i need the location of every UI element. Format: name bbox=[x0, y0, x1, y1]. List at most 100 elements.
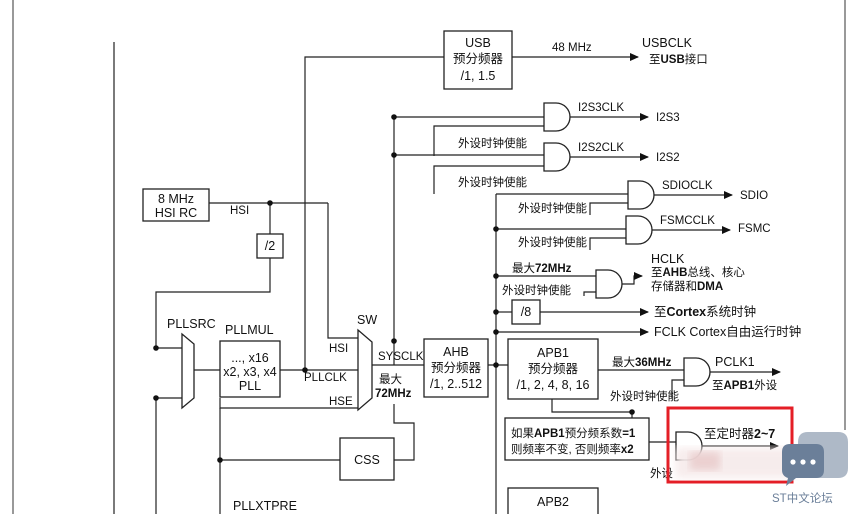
i2s3-enable-wire bbox=[433, 125, 544, 156]
junction-dot bbox=[493, 309, 499, 315]
sw-hse-label: HSE bbox=[329, 396, 353, 408]
apb2-prescaler: APB2 bbox=[507, 487, 599, 519]
junction-dot bbox=[629, 409, 635, 415]
pllmul-label: PLLMUL bbox=[225, 323, 274, 337]
div8-label: /8 bbox=[521, 305, 531, 319]
junction-dot bbox=[267, 200, 273, 206]
ahb-sub: 预分频器 bbox=[431, 361, 482, 375]
watermark-text: ST中文论坛 bbox=[772, 491, 833, 505]
fsmc-label: FSMC bbox=[738, 223, 771, 235]
junction-dot bbox=[493, 226, 499, 232]
usb-sub: 预分频器 bbox=[453, 52, 504, 66]
div2-block: /2 bbox=[256, 233, 284, 259]
sdio-label: SDIO bbox=[740, 190, 768, 202]
apb1-sub: 预分频器 bbox=[528, 362, 579, 376]
sw-hsi-label: HSI bbox=[329, 343, 348, 355]
cortex-sys-label: 至Cortex系统时钟 bbox=[654, 304, 756, 319]
pllsrc-label: PLLSRC bbox=[167, 317, 216, 331]
hsi-to-sw-wire bbox=[327, 203, 358, 339]
sdio-enable-wire bbox=[589, 202, 628, 215]
pll-dots: ..., x16 bbox=[231, 351, 269, 365]
timer-dest: 至定时器2~7 bbox=[704, 426, 775, 441]
pclk1-label: PCLK1 bbox=[715, 355, 755, 369]
sysclk-label: SYSCLK bbox=[378, 351, 424, 363]
usb-freq: 48 MHz bbox=[552, 42, 592, 54]
hclk-output bbox=[622, 272, 643, 285]
hclk-label: HCLK bbox=[651, 252, 685, 266]
hsi-freq: 8 MHz bbox=[158, 192, 194, 206]
i2s2-label: I2S2 bbox=[656, 152, 680, 164]
i2s3clk-label: I2S3CLK bbox=[578, 102, 624, 114]
hsi-wire-label: HSI bbox=[230, 205, 249, 217]
div8-block: /8 bbox=[511, 299, 541, 325]
pll-block: ..., x16 x2, x3, x4 PLL bbox=[219, 340, 281, 398]
apb2-title: APB2 bbox=[537, 495, 569, 509]
ahb-prescaler: AHB 预分频器 /1, 2..512 bbox=[423, 338, 489, 398]
junction-dot bbox=[153, 345, 159, 351]
junction-dot bbox=[493, 273, 499, 279]
fsmc-enable-wire bbox=[589, 237, 626, 250]
sw-max-value: 72MHz bbox=[375, 388, 412, 400]
hsi-rc-block: 8 MHz HSI RC bbox=[142, 188, 210, 222]
junction-dot bbox=[493, 329, 499, 335]
junction-dot bbox=[302, 367, 308, 373]
i2s3-gate bbox=[543, 102, 571, 132]
timer-note-1: 如果APB1预分频系数=1 bbox=[511, 426, 636, 440]
i2s2-enable-wire bbox=[433, 165, 544, 194]
hclk-max: 最大72MHz bbox=[512, 261, 572, 275]
css-block: CSS bbox=[339, 437, 395, 481]
pllclk-label: PLLCLK bbox=[304, 372, 347, 384]
div2-label: /2 bbox=[265, 239, 275, 253]
apb1-title: APB1 bbox=[537, 346, 569, 360]
ahb-ratio: /1, 2..512 bbox=[430, 377, 482, 391]
fclk-label: FCLK Cortex自由运行时钟 bbox=[654, 324, 801, 339]
apb1-enable-label: 外设时钟使能 bbox=[610, 389, 679, 403]
hclk-gate bbox=[595, 269, 623, 299]
apb1-max: 最大36MHz bbox=[612, 355, 672, 369]
css-feedback-wire bbox=[393, 404, 415, 461]
junction-dot bbox=[391, 338, 397, 344]
css-label: CSS bbox=[354, 453, 380, 467]
fsmc-enable-label: 外设时钟使能 bbox=[518, 235, 587, 249]
blurred-overlay bbox=[676, 448, 796, 478]
hclk-enable-wire bbox=[583, 291, 596, 296]
timer-multiplier-block: 如果APB1预分频系数=1 则频率不变, 否则频率x2 bbox=[504, 417, 650, 461]
pclk1-gate bbox=[683, 357, 711, 387]
i2s2-enable-label: 外设时钟使能 bbox=[458, 175, 527, 189]
i2s3-enable-label: 外设时钟使能 bbox=[458, 136, 527, 150]
hclk-dest-line2: 存储器和DMA bbox=[651, 279, 723, 293]
sdioclk-label: SDIOCLK bbox=[662, 180, 713, 192]
usb-prescaler: USB 预分频器 /1, 1.5 bbox=[443, 30, 513, 90]
chat-bubble-icon bbox=[782, 444, 824, 486]
watermark: ST中文论坛 bbox=[772, 432, 848, 505]
fsmc-gate bbox=[625, 215, 653, 245]
usb-dest: 至USB接口 bbox=[649, 53, 708, 66]
pllsrc-mux bbox=[181, 332, 195, 410]
div2-to-pllsrc-wire bbox=[155, 258, 271, 349]
sw-label: SW bbox=[357, 313, 377, 327]
junction-dot bbox=[493, 362, 499, 368]
fsmcclk-label: FSMCCLK bbox=[660, 215, 715, 227]
apb1-to-timer-wire bbox=[551, 399, 633, 418]
junction-dot bbox=[153, 395, 159, 401]
apb1-ratio: /1, 2, 4, 8, 16 bbox=[517, 378, 590, 392]
apb1-prescaler: APB1 预分频器 /1, 2, 4, 8, 16 bbox=[507, 338, 599, 400]
i2s2-gate bbox=[543, 142, 571, 172]
apb1-enable-wire bbox=[671, 379, 684, 398]
hsi-name: HSI RC bbox=[155, 206, 197, 220]
pll-to-usb-wire bbox=[304, 56, 444, 325]
pll-values: x2, x3, x4 bbox=[223, 365, 277, 379]
pllxtpre-label: PLLXTPRE bbox=[233, 499, 297, 513]
junction-dot bbox=[217, 457, 223, 463]
timer-note-2: 则频率不变, 否则频率x2 bbox=[511, 442, 634, 456]
ahb-title: AHB bbox=[443, 345, 469, 359]
i2s2clk-label: I2S2CLK bbox=[578, 142, 624, 154]
sdio-gate bbox=[627, 180, 655, 210]
usb-title: USB bbox=[465, 36, 491, 50]
sw-mux bbox=[357, 328, 373, 412]
sdio-enable-label: 外设时钟使能 bbox=[518, 201, 587, 215]
hclk-enable-label: 外设时钟使能 bbox=[502, 283, 571, 297]
i2s3-label: I2S3 bbox=[656, 112, 680, 124]
